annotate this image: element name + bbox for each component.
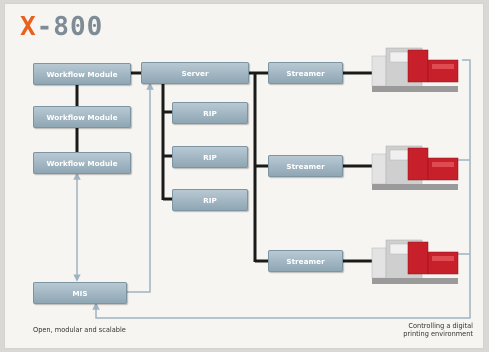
streamer-box-2: Streamer bbox=[268, 155, 343, 177]
mis-box: MIS bbox=[33, 282, 127, 304]
rip-box-3: RIP bbox=[172, 189, 248, 211]
printer-feedback-line bbox=[92, 59, 471, 319]
logo-model-number: -800 bbox=[36, 12, 104, 42]
streamer-box-3: Streamer bbox=[268, 250, 343, 272]
logo-x-letter: X bbox=[20, 12, 37, 42]
caption-right-line-2: printing environment bbox=[403, 330, 473, 338]
server-box: Server bbox=[141, 62, 249, 84]
rip-box-2: RIP bbox=[172, 146, 248, 168]
x800-logo: X-800 bbox=[20, 14, 103, 40]
printer-3-icon bbox=[371, 239, 459, 284]
streamer-box-1: Streamer bbox=[268, 62, 343, 84]
caption-right: Controlling a digital printing environme… bbox=[395, 322, 473, 338]
printer-1-icon bbox=[371, 47, 459, 92]
mis-server-arrow bbox=[126, 82, 154, 293]
caption-right-line-1: Controlling a digital bbox=[408, 322, 473, 330]
printer-2-icon bbox=[371, 145, 459, 190]
caption-left: Open, modular and scalable bbox=[33, 326, 126, 334]
workflow-module-1: Workflow Module bbox=[33, 63, 131, 85]
workflow-module-3: Workflow Module bbox=[33, 152, 131, 174]
workflow-module-2: Workflow Module bbox=[33, 106, 131, 128]
rip-box-1: RIP bbox=[172, 102, 248, 124]
